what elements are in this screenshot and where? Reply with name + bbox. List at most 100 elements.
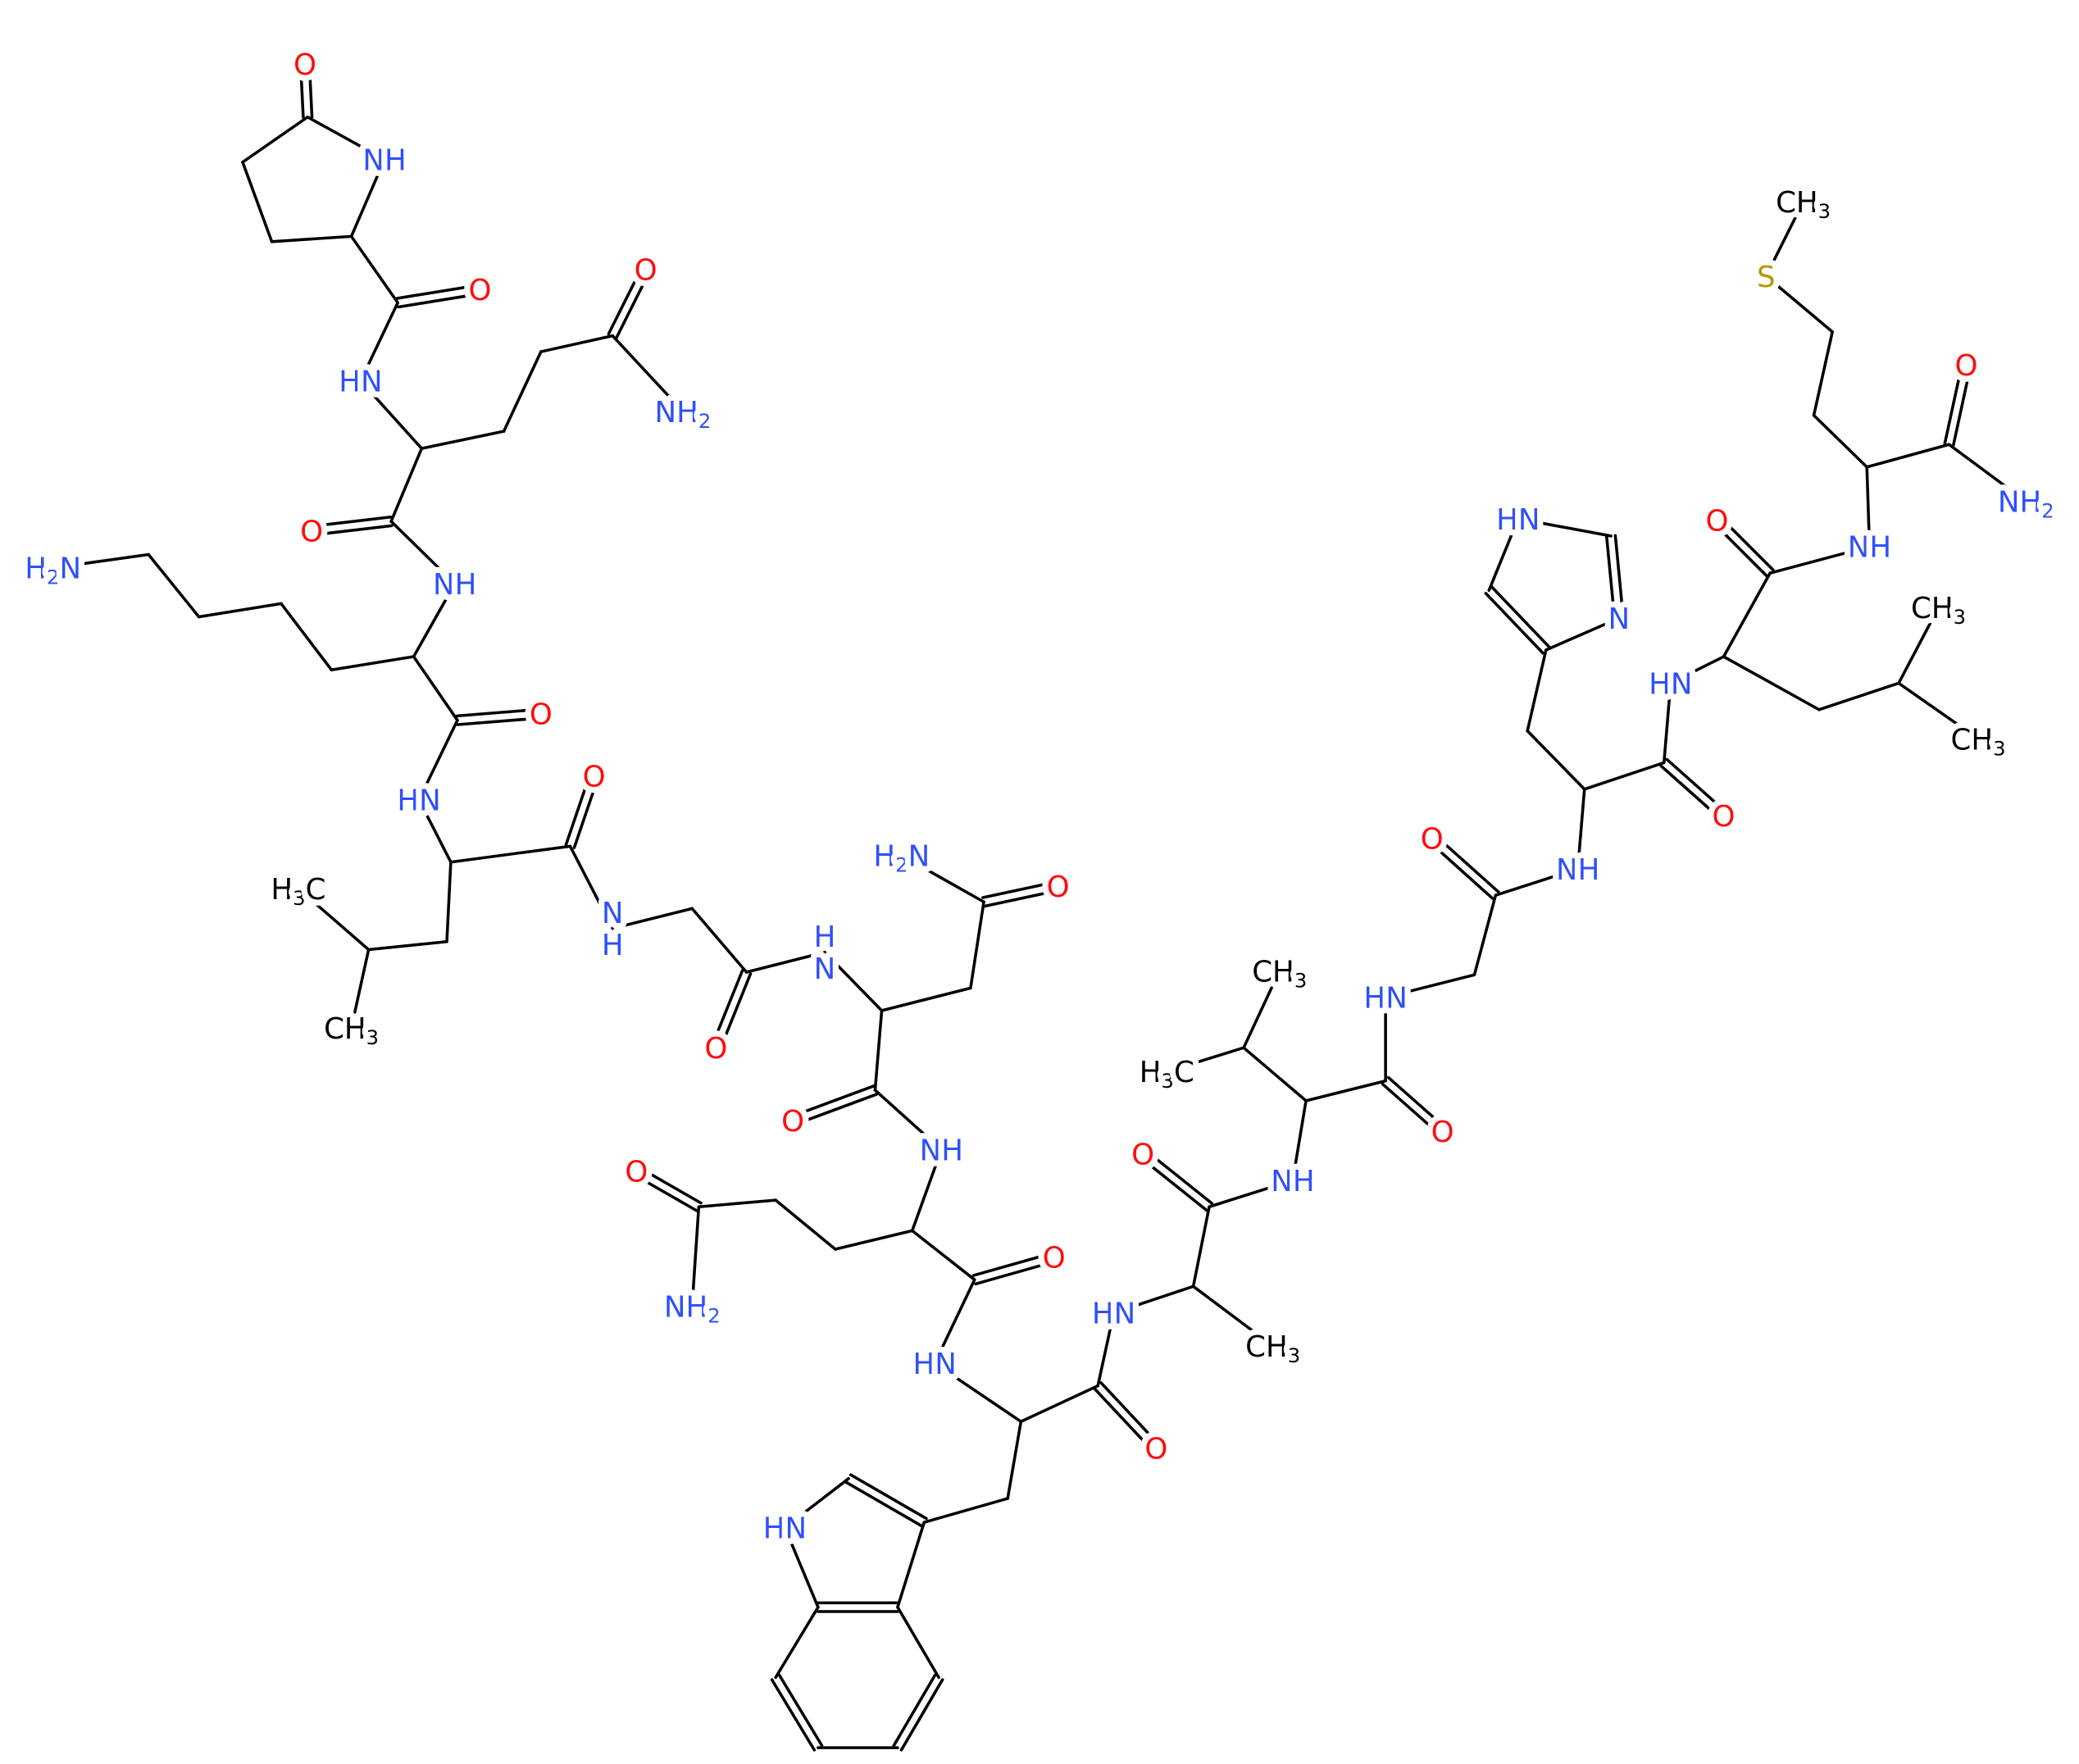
label-segment: 3 (1954, 605, 1966, 629)
bond (417, 798, 453, 864)
bond (896, 1521, 926, 1609)
bond (783, 1525, 820, 1609)
label-segment: N (1271, 1165, 1293, 1198)
bond (793, 1093, 879, 1126)
label-segment: N (1608, 602, 1630, 636)
bond (389, 447, 424, 523)
atom-label-n: N (1608, 602, 1630, 636)
atom-label-c: CH3 (1776, 186, 1831, 223)
label-segment: H (1649, 667, 1671, 701)
atom-label-n: NH (1556, 853, 1599, 887)
label-segment: H (941, 1134, 963, 1168)
label-segment: O (1131, 1138, 1154, 1171)
bond (1812, 330, 1834, 417)
label-segment: 3 (1288, 1343, 1300, 1367)
atom-label-n: NH (362, 143, 406, 177)
label-segment: H (814, 921, 836, 954)
label-segment: H (339, 366, 361, 399)
bond (1722, 571, 1772, 658)
label-segment: H (1092, 1298, 1114, 1331)
bond (690, 907, 748, 974)
label-segment: N (433, 568, 455, 602)
atom-label-o: O (704, 1032, 727, 1066)
label-segment: O (1713, 800, 1736, 834)
bond (1659, 764, 1722, 821)
atom-label-n: NH (1848, 531, 1891, 565)
label-segment: N (920, 1134, 942, 1168)
bond (1494, 867, 1580, 897)
bond (455, 707, 543, 718)
bond (910, 1148, 944, 1233)
bond (1951, 364, 1972, 448)
label-segment: H (271, 873, 293, 907)
label-segment: H (1140, 1056, 1162, 1089)
bond (611, 334, 685, 413)
bond (690, 1205, 701, 1308)
bond (197, 602, 283, 619)
bond (1384, 973, 1476, 999)
label-segment: N (1848, 531, 1870, 565)
bond (922, 1497, 1009, 1524)
atom-label-n: HN (1496, 503, 1540, 537)
label-segment: 3 (293, 886, 305, 910)
bond (1718, 515, 1775, 572)
label-segment: O (468, 274, 491, 307)
label-segment: N (935, 1348, 957, 1381)
atom-label-n: NH2 (664, 1290, 721, 1327)
bond (1722, 655, 1821, 712)
label-segment: H (913, 1348, 935, 1381)
bond (637, 1166, 703, 1205)
atom-label-o: O (583, 761, 606, 794)
bond (1712, 521, 1769, 578)
bond (1764, 200, 1805, 278)
atom-label-n: HN (913, 1348, 957, 1381)
bond (1191, 1205, 1211, 1289)
bond (969, 900, 985, 990)
atom-label-c: CH3 (1951, 723, 2006, 760)
bond (789, 1084, 876, 1118)
label-segment: O (1144, 1433, 1167, 1466)
atom-label-o: O (1131, 1138, 1154, 1171)
bond (1669, 655, 1726, 685)
bond (395, 283, 481, 300)
bond (1096, 1311, 1116, 1388)
bond (910, 1229, 976, 1281)
atom-label-n: HN (763, 1512, 807, 1546)
bond (1291, 1099, 1308, 1182)
bond (389, 520, 457, 585)
atom-label-n: H2N (873, 840, 930, 877)
bond (710, 969, 744, 1048)
bond (564, 773, 592, 847)
bond (310, 524, 394, 537)
label-segment: O (1047, 871, 1070, 904)
label-segment: H (602, 929, 624, 962)
bond (1865, 443, 1951, 469)
bond (1006, 1420, 1023, 1500)
atom-label-o: O (1713, 800, 1736, 834)
bond (1427, 839, 1494, 900)
bond (834, 1229, 914, 1251)
label-segment: H (1293, 1165, 1315, 1198)
bond (1386, 1075, 1447, 1130)
bond (770, 1678, 817, 1752)
atom-label-c: CH3 (324, 1012, 379, 1049)
bond (449, 844, 572, 864)
bond (880, 986, 972, 1012)
atom-label-s: S (1757, 261, 1776, 294)
label-segment: O (635, 254, 657, 288)
atom-label-c: CH3 (1252, 955, 1307, 992)
atom-label-o: O (1421, 823, 1444, 857)
bond (1472, 893, 1498, 976)
bond (309, 516, 393, 528)
bond (1112, 1284, 1195, 1315)
label-segment: CH (324, 1012, 366, 1046)
atom-label-o: O (293, 48, 316, 82)
label-segment: H (763, 1512, 785, 1546)
bond (572, 775, 600, 849)
label-segment: N (1556, 853, 1578, 887)
bond (297, 887, 371, 952)
bond (718, 972, 753, 1051)
label-segment: N (361, 366, 383, 399)
